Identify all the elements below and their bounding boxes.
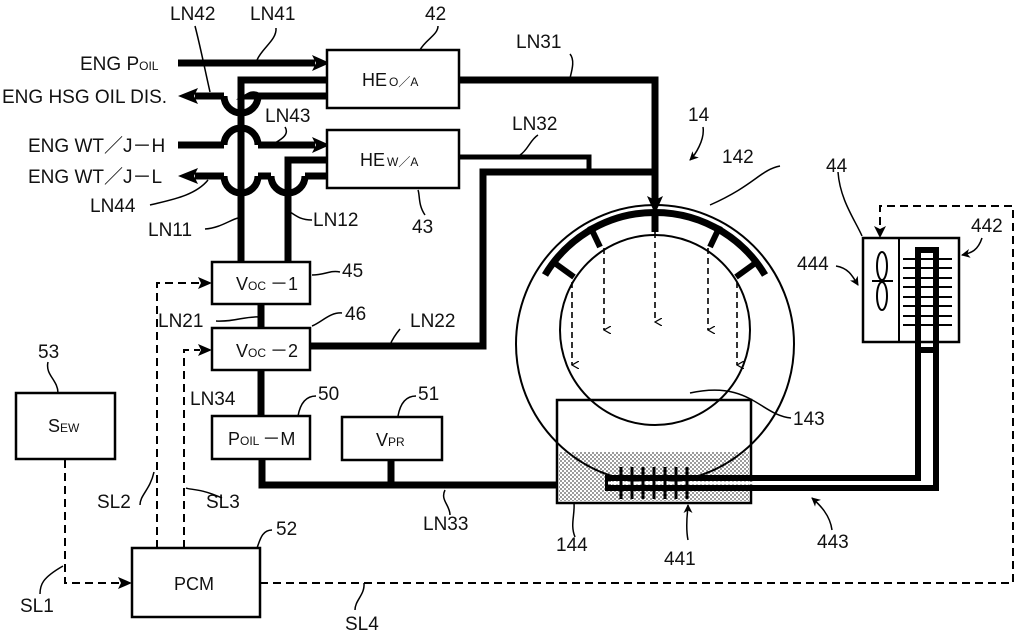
sensor-sew: SEW — [14, 391, 117, 461]
ln12-pipe — [284, 156, 330, 262]
label-ln31: LN31 — [516, 32, 561, 53]
ref-46: 46 — [345, 304, 366, 325]
ref-144: 144 — [556, 535, 588, 556]
ln31-pipe — [459, 76, 659, 200]
label-sl1: SL1 — [20, 596, 54, 617]
he-oa-main: HE — [362, 70, 387, 90]
svg-text:VPR: VPR — [376, 430, 405, 450]
label-eng-hsg-oil-dis: ENG HSG OIL DIS. — [2, 87, 167, 108]
he-wa-main: HE — [360, 150, 385, 170]
label-ln22: LN22 — [410, 311, 455, 332]
ref-444-arrow — [835, 265, 859, 286]
pressure-relief-valve: VPR — [340, 415, 444, 462]
svg-text:VOC－1: VOC－1 — [236, 274, 298, 294]
immersed-heat-exchanger — [605, 250, 939, 499]
ln44-water-jacket-outlet-line — [178, 168, 330, 197]
ln22-pipe — [310, 168, 655, 350]
label-ln32: LN32 — [512, 114, 557, 135]
label-eng-poil: ENG POIL — [80, 54, 159, 75]
svg-text:HEO／A: HEO／A — [362, 70, 418, 90]
ref-14-arrow — [689, 126, 704, 161]
valve-voc-2: VOC－2 — [210, 326, 312, 372]
sl3-signal — [183, 349, 200, 548]
ref-45: 45 — [342, 261, 363, 282]
label-sl3: SL3 — [206, 492, 240, 513]
ln32-pipe — [459, 154, 592, 172]
oil-cooler-44 — [861, 236, 961, 353]
svg-text:SEW: SEW — [48, 416, 80, 436]
label-ln11: LN11 — [148, 220, 192, 241]
label-sl4: SL4 — [345, 614, 379, 635]
label-sl2: SL2 — [97, 492, 131, 513]
label-ln21: LN21 — [158, 311, 203, 332]
ref-441-arrow — [683, 504, 693, 541]
label-ln44: LN44 — [90, 196, 136, 217]
ref-53: 53 — [38, 342, 59, 363]
leader-lines — [39, 25, 792, 611]
ref-441: 441 — [664, 549, 696, 570]
svg-text:PCM: PCM — [174, 574, 214, 594]
fan-icon — [872, 251, 893, 311]
svg-text:POIL－M: POIL－M — [228, 429, 295, 449]
label-ln34: LN34 — [190, 389, 236, 410]
label-ln41: LN41 — [250, 4, 295, 25]
label-eng-wt-j-l: ENG WT／J－L — [28, 166, 162, 188]
ref-443: 443 — [817, 532, 849, 553]
svg-text:HEW／A: HEW／A — [360, 150, 418, 170]
sl1-signal — [64, 460, 122, 584]
label-ln12: LN12 — [313, 210, 358, 231]
ref-443-arrow — [811, 497, 833, 531]
he-oa-sub: O／A — [389, 75, 418, 89]
sl4-signal — [260, 205, 1014, 584]
label-eng-wt-j-h: ENG WT／J－H — [28, 135, 165, 157]
ref-44: 44 — [826, 156, 848, 177]
ref-50: 50 — [318, 384, 339, 405]
sl2-signal — [156, 282, 200, 548]
ln11-pipe — [237, 76, 330, 262]
ref-14: 14 — [688, 105, 710, 126]
label-ln43: LN43 — [265, 106, 310, 127]
valve-voc-1: VOC－1 — [210, 260, 312, 306]
ref-51: 51 — [418, 384, 439, 405]
ref-43: 43 — [412, 217, 433, 238]
ref-143: 143 — [793, 409, 825, 430]
oil-pump-m: POIL－M — [210, 414, 312, 461]
label-ln33: LN33 — [423, 514, 468, 535]
ref-142: 142 — [722, 147, 754, 168]
pcm-controller: PCM — [130, 546, 262, 619]
ln33-pipe — [258, 459, 557, 489]
rotating-machine — [515, 204, 795, 505]
ln41-oil-inlet-line — [178, 55, 330, 71]
ln43-water-jacket-inlet-line — [178, 124, 330, 153]
ref-444: 444 — [797, 254, 829, 275]
ref-442-arrow — [961, 237, 983, 258]
ref-44-leader — [837, 171, 863, 237]
ref-42: 42 — [425, 4, 446, 25]
label-ln42: LN42 — [170, 4, 215, 25]
he-wa-sub: W／A — [387, 155, 418, 169]
ref-442: 442 — [971, 216, 1003, 237]
svg-text:VOC－2: VOC－2 — [236, 341, 298, 361]
ref-52: 52 — [276, 519, 297, 540]
radiator-fins — [903, 258, 952, 326]
